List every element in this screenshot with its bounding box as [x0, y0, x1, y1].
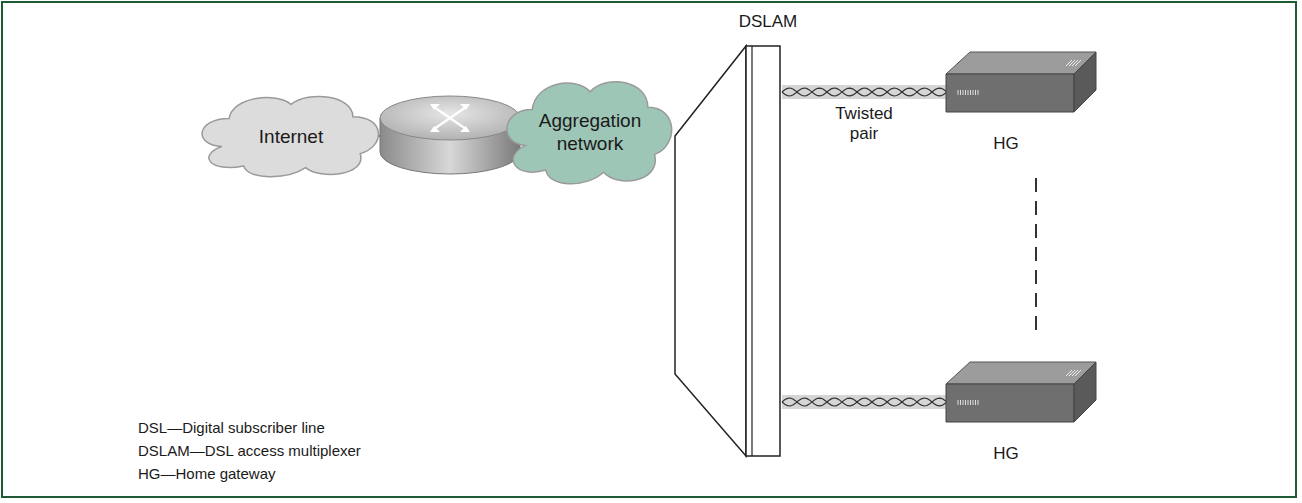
cloud-label: Aggregation network — [530, 109, 650, 155]
cloud-outline — [202, 96, 378, 176]
device-icon — [946, 52, 1096, 112]
vent-slot — [1066, 60, 1072, 66]
device-top — [946, 362, 1096, 384]
cloud-label: Internet — [259, 125, 323, 148]
vent-slot — [978, 400, 979, 405]
home-gateway: HG — [946, 362, 1096, 472]
cable-sheath — [782, 395, 946, 409]
twisted-wire — [782, 398, 946, 406]
node-shape — [674, 44, 782, 458]
device-top — [946, 52, 1096, 74]
abbreviation-note: DSLAM—DSL access multiplexer — [138, 442, 361, 459]
vent-slot — [975, 400, 976, 405]
twisted-wire — [782, 88, 946, 96]
vent-slot — [965, 90, 966, 95]
cable-sheath — [782, 85, 946, 99]
vent-slot — [1069, 370, 1075, 376]
device-front — [946, 384, 1074, 422]
dslam-front — [675, 46, 746, 456]
abbreviation-note: DSL—Digital subscriber line — [138, 419, 325, 436]
node-shape — [505, 76, 675, 188]
vent-slot — [965, 400, 966, 405]
dslam-unit: DSLAM — [674, 44, 782, 458]
internet-cloud: Internet — [200, 92, 382, 180]
vent-slot — [970, 90, 971, 95]
vent-slot — [970, 400, 971, 405]
cable-label: Twisted pair — [829, 104, 899, 144]
device-label: HG — [946, 444, 1066, 464]
device-label: DSLAM — [704, 12, 832, 32]
vent-slot — [960, 400, 961, 405]
home-gateway: HG — [946, 52, 1096, 162]
vent-slot — [1075, 60, 1081, 66]
device-label: HG — [946, 134, 1066, 154]
twisted-wire — [782, 88, 946, 96]
connector — [782, 398, 946, 406]
abbreviation-note: HG—Home gateway — [138, 465, 276, 482]
vent-slot — [973, 400, 974, 405]
vent-slot — [1072, 370, 1078, 376]
dslam-side — [746, 46, 780, 456]
vent-slot — [958, 90, 959, 95]
vent-slot — [1069, 60, 1075, 66]
vent-slot — [1075, 370, 1081, 376]
device-front — [946, 74, 1074, 112]
continuation-dashes — [1035, 178, 1037, 332]
node-shape — [946, 362, 1096, 472]
vent-slot — [968, 90, 969, 95]
vent-slot — [975, 90, 976, 95]
cloud-label: Aggregation network — [505, 76, 675, 188]
vent-slot — [978, 90, 979, 95]
vent-slot — [958, 400, 959, 405]
aggregation-cloud: Aggregation network — [505, 76, 675, 188]
cloud-outline — [507, 82, 672, 184]
vent-slot — [968, 400, 969, 405]
vent-slot — [963, 400, 964, 405]
vent-slot — [963, 90, 964, 95]
vent-slot — [960, 90, 961, 95]
vent-slot — [1066, 370, 1072, 376]
connector — [782, 88, 946, 96]
vent-slot — [1072, 60, 1078, 66]
device-icon — [946, 362, 1096, 422]
cloud-label: Internet — [200, 92, 382, 180]
twisted-wire — [782, 398, 946, 406]
dslam-edge — [751, 46, 752, 456]
node-shape — [946, 52, 1096, 162]
vent-slot — [973, 90, 974, 95]
